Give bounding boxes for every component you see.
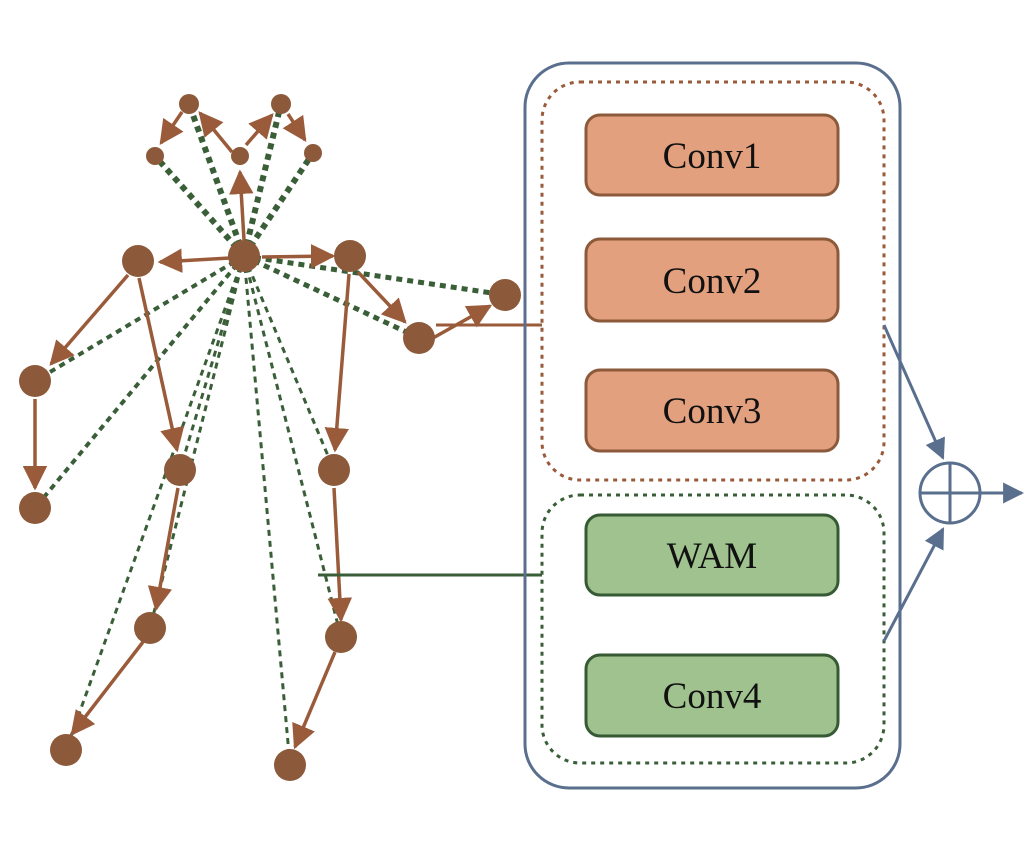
conv3-label: Conv3 <box>663 391 762 432</box>
conv2-block: Conv2 <box>584 237 840 323</box>
wam-block: WAM <box>584 513 840 597</box>
bone-shoulderL-hipL <box>137 277 185 453</box>
dotted-edge-center-footL <box>64 255 246 751</box>
conv2-label: Conv2 <box>663 261 762 302</box>
sum-icon <box>918 461 982 525</box>
joint-foot-left <box>50 734 82 766</box>
arrow-green-to-sum <box>882 527 945 642</box>
module-container <box>523 61 902 790</box>
bone-shoulderR-hipR <box>324 273 351 453</box>
bone-topR-headR <box>282 113 307 143</box>
bone-hipR-kneeR <box>327 487 353 623</box>
joint-hand-left <box>19 492 51 524</box>
dotted-connections <box>33 102 506 766</box>
joint-head-left <box>146 147 164 165</box>
bone-center-headtop <box>229 169 254 241</box>
dotted-edge-center-kneeL <box>148 255 246 629</box>
bone-hipL-kneeL <box>147 487 180 612</box>
dotted-edge-center-hipL <box>178 255 246 471</box>
conv1-block: Conv1 <box>584 113 840 197</box>
bone-kneeR-footR <box>292 651 337 750</box>
bone-headtop-topL <box>198 111 234 154</box>
bone-topL-headL <box>159 111 184 146</box>
joint-head-right <box>304 144 322 162</box>
dotted-edge-center-topL <box>186 102 247 258</box>
conv1-label: Conv1 <box>663 136 762 177</box>
bone-shoulderR-wristR <box>356 270 407 324</box>
orange-group-outline <box>540 80 886 482</box>
joint-top-left <box>179 94 199 114</box>
joint-elbow-left <box>19 365 51 397</box>
joint-hand-right <box>489 279 521 311</box>
joint-shoulder-left <box>122 245 154 277</box>
bone-center-shoulderR <box>261 244 336 269</box>
skeleton-bones <box>22 111 493 750</box>
joint-hip-right <box>318 454 350 486</box>
conv4-label: Conv4 <box>663 676 762 717</box>
bone-wristR-handR <box>432 304 493 340</box>
dotted-edge-center-headR <box>241 151 316 258</box>
wam-label: WAM <box>667 536 757 577</box>
joint-hip-left <box>164 454 196 486</box>
dotted-edge-center-topR <box>241 103 284 257</box>
conv4-block: Conv4 <box>584 653 840 738</box>
joint-knee-right <box>325 621 357 653</box>
joint-shoulder-right <box>334 240 366 272</box>
joint-head-top <box>231 147 249 165</box>
dotted-edge-center-hipR <box>242 255 336 471</box>
joint-wrist-right <box>403 322 435 354</box>
joint-foot-right <box>274 749 306 781</box>
bone-center-shoulderL <box>157 248 231 273</box>
joint-knee-left <box>134 612 166 644</box>
bone-kneeL-footL <box>70 640 145 736</box>
bone-headtop-topR <box>244 113 274 147</box>
dotted-edge-center-footR <box>242 255 292 766</box>
joint-top-right <box>271 94 291 114</box>
dotted-edge-center-headL <box>152 154 247 258</box>
dotted-edge-center-handL <box>33 254 246 510</box>
skeleton-joints <box>19 94 521 781</box>
dotted-edge-center-kneeR <box>242 255 343 638</box>
conv3-block: Conv3 <box>584 368 840 453</box>
joint-center <box>228 240 260 272</box>
arrow-orange-to-sum <box>882 324 945 460</box>
bone-shoulderL-elbowL <box>49 273 130 366</box>
